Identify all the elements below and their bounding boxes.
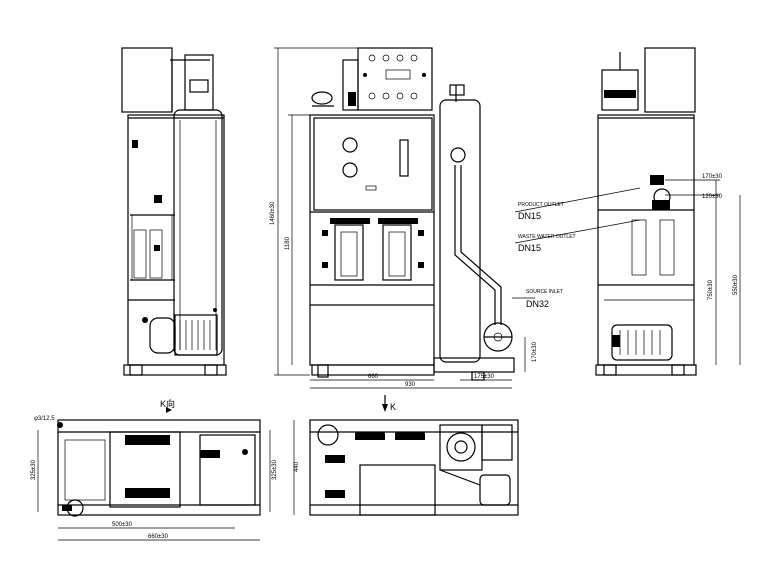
dim-top-right-depth: 325±30 [272, 459, 278, 480]
dimension-lines [37, 47, 741, 541]
source-inlet-label: SOURCE INLET [526, 289, 563, 295]
dim-right-750: 750±30 [708, 279, 714, 300]
top-view-right [309, 419, 519, 516]
dim-front-width-pump: 175±30 [474, 374, 495, 380]
left-side-view [121, 47, 227, 376]
view-k-label: K向 [160, 398, 175, 409]
source-inlet-dn: DN32 [526, 299, 549, 309]
dimension-texts: 1460±30 1180 170±30 660 930 175±30 170±3… [31, 174, 739, 540]
dim-top-left-depth: 325±30 [31, 459, 37, 480]
dim-top-dia: φ3/12.5 [34, 416, 55, 422]
dim-front-height-frame: 1180 [285, 236, 291, 250]
dim-right-170: 170±30 [702, 174, 723, 180]
dim-front-base-right: 170±30 [532, 341, 538, 362]
dim-right-120: 120±30 [702, 194, 723, 200]
labels: PRODUCT OUTLET DN15 WASTE WATER OUTLET D… [160, 202, 576, 412]
dim-front-width-frame: 660 [368, 374, 379, 380]
waste-outlet-dn: DN15 [518, 243, 541, 253]
front-view [309, 47, 515, 381]
dim-front-width-total: 930 [405, 382, 416, 388]
top-view-left [57, 419, 261, 517]
waste-outlet-label: WASTE WATER OUTLET [518, 234, 576, 240]
dim-bottom-depth: 440 [294, 461, 300, 472]
dim-top-total-width: 660±30 [148, 534, 169, 540]
product-outlet-dn: DN15 [518, 211, 541, 221]
view-k-arrow-label: K [390, 402, 396, 412]
product-outlet-label: PRODUCT OUTLET [518, 202, 564, 208]
dim-front-height-total: 1460±30 [270, 201, 276, 225]
right-side-view [595, 47, 697, 376]
dim-top-inner-width: 500±30 [112, 522, 133, 528]
dim-right-550: 550±30 [733, 274, 739, 295]
